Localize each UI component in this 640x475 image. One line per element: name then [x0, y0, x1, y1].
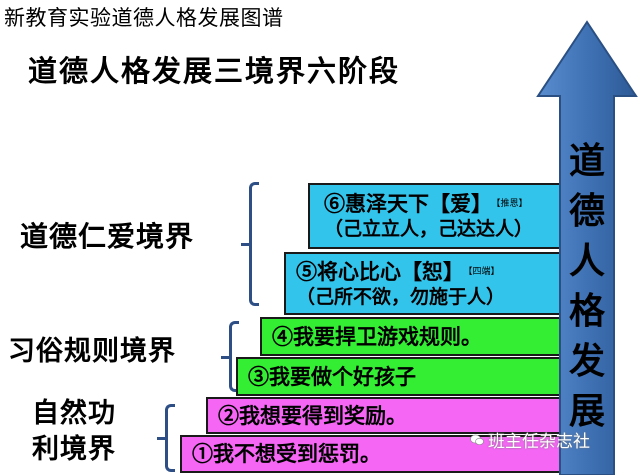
stage-4-text: ④我要捍卫游戏规则。 — [272, 323, 482, 349]
stage-1-text: ①我不想受到惩罚。 — [192, 441, 381, 466]
stage-6-box: ⑥惠泽天下【爱】【推恩】 （己立立人，己达达人） — [308, 183, 561, 249]
realm-custom-rules: 习俗规则境界 — [8, 336, 176, 367]
stage-1-box: ①我不想受到惩罚。 — [180, 435, 561, 473]
wechat-icon — [470, 434, 484, 445]
arrow-label-char: 发 — [568, 340, 605, 382]
brace-realm-3 — [157, 404, 175, 472]
stage-5-box: ⑤将心比心【恕】【四端】 （己所不欲，勿施于人） — [284, 252, 561, 315]
watermark-text: 班主任杂志社 — [488, 432, 590, 452]
stage-6-title: ⑥惠泽天下【爱】【推恩】 — [324, 191, 559, 217]
stage-4-box: ④我要捍卫游戏规则。 — [260, 317, 561, 356]
arrow-label-char: 格 — [568, 290, 605, 332]
realm-natural-utility: 自然功 利境界 — [32, 396, 116, 468]
brace-realm-2 — [221, 321, 239, 392]
stage-2-text: ②我想要得到奖励。 — [218, 402, 407, 428]
stage-5-title-text: ⑤将心比心【恕】 — [296, 258, 464, 284]
stage-5-subtitle: （己所不欲，勿施于人） — [296, 285, 506, 308]
arrow-label-char: 道 — [568, 140, 605, 182]
stage-2-box: ②我想要得到奖励。 — [206, 397, 561, 434]
stage-6-note: 【推恩】 — [496, 199, 528, 209]
realm-natural-utility-line2: 利境界 — [32, 434, 116, 465]
watermark: 班主任杂志社 — [470, 427, 590, 452]
arrow-label-char: 德 — [568, 190, 605, 232]
stage-3-text: ③我要做个好孩子 — [248, 363, 416, 389]
arrow-label-char: 展 — [568, 390, 605, 432]
diagram-title: 道德人格发展三境界六阶段 — [28, 54, 401, 88]
stage-6-title-text: ⑥惠泽天下【爱】 — [324, 191, 492, 216]
header-caption: 新教育实验道德人格发展图谱 — [4, 6, 284, 30]
arrow-label-char: 人 — [568, 240, 605, 282]
realm-natural-utility-line1: 自然功 — [32, 398, 116, 429]
arrow-label: 道 德 人 格 发 展 — [567, 136, 607, 436]
realm-moral-benevolence: 道德仁爱境界 — [20, 220, 195, 253]
stage-3-box: ③我要做个好孩子 — [236, 357, 561, 396]
brace-realm-1 — [241, 182, 259, 306]
stage-5-title: ⑤将心比心【恕】【四端】 — [296, 259, 559, 285]
stage-6-subtitle: （己立立人，己达达人） — [324, 218, 534, 240]
stage-5-note: 【四端】 — [468, 266, 500, 277]
development-arrow — [536, 20, 638, 475]
